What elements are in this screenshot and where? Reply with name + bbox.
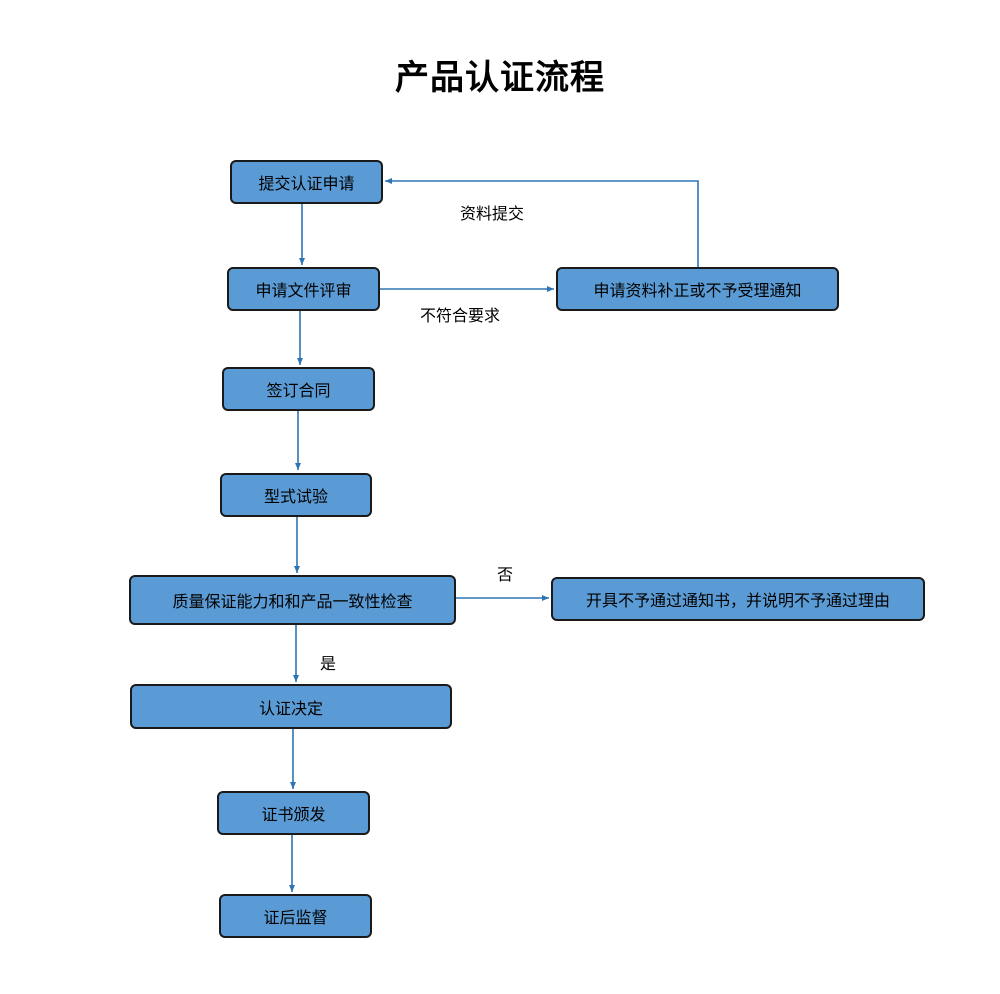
step-supplement-notice: 申请资料补正或不予受理通知 — [556, 267, 839, 311]
edge-label-no: 否 — [497, 565, 514, 584]
step-submit-application: 提交认证申请 — [230, 160, 383, 204]
step-type-test: 型式试验 — [220, 473, 372, 517]
step-post-supervision: 证后监督 — [219, 894, 372, 938]
step-certification-decision: 认证决定 — [130, 684, 452, 729]
step-quality-check: 质量保证能力和和产品一致性检查 — [129, 575, 456, 625]
step-document-review: 申请文件评审 — [227, 267, 380, 311]
arrow-supplement-to-submit — [385, 178, 699, 268]
page-title: 产品认证流程 — [395, 58, 605, 98]
edge-label-resubmit: 资料提交 — [460, 204, 525, 223]
step-certificate-issue: 证书颁发 — [217, 791, 370, 835]
step-rejection-notice: 开具不予通过通知书，并说明不予通过理由 — [551, 577, 925, 621]
edge-label-yes: 是 — [320, 654, 337, 673]
edge-label-not-compliant: 不符合要求 — [420, 306, 501, 325]
step-sign-contract: 签订合同 — [222, 367, 375, 411]
